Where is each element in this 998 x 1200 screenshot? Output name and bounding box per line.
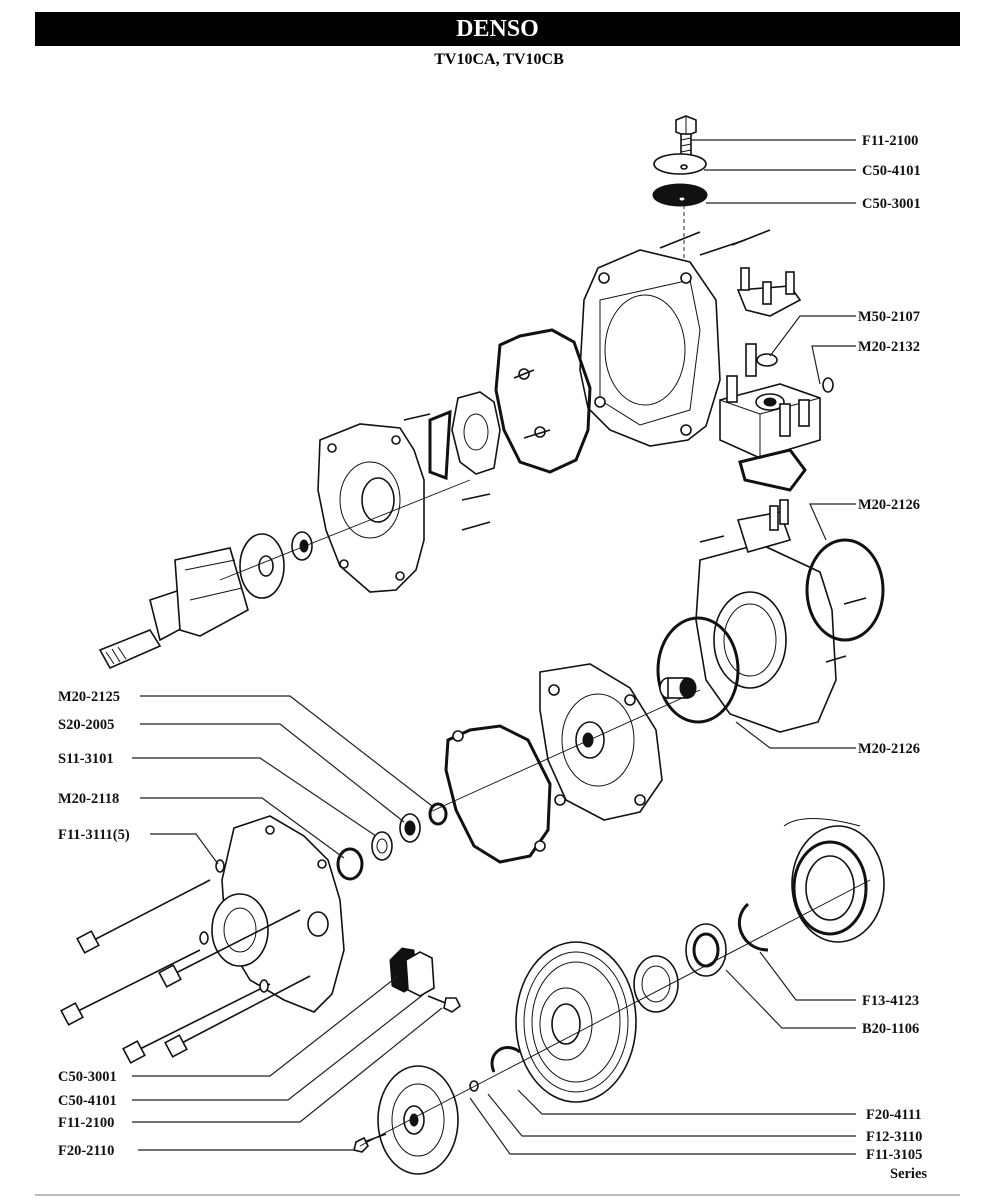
model-subtitle: TV10CA, TV10CB (434, 51, 564, 68)
callout-right-12: F11-3105 (866, 1147, 922, 1163)
seal-seat-oring-part (336, 847, 364, 881)
shim-part (469, 1080, 479, 1092)
shaft-seal-part (399, 813, 421, 843)
service-port-bolt-part (427, 995, 462, 1013)
callout-right-7: M20-2126 (858, 741, 920, 757)
callout-right-13: Series (890, 1166, 927, 1182)
armature-plate-part (377, 1065, 459, 1175)
seal-oring-part (428, 802, 448, 826)
callout-left-9: F20-2110 (58, 1143, 114, 1159)
cylinder-oring-rear-part (805, 538, 885, 642)
cap-washer-part (653, 153, 707, 175)
drive-shaft-part (98, 547, 249, 670)
pulley-bearing-part (685, 923, 727, 977)
callout-right-4: M50-2107 (858, 309, 920, 325)
callout-left-5: F11-3111(5) (58, 827, 130, 843)
field-coil-part (783, 818, 885, 943)
front-bearing-part (291, 531, 313, 561)
control-valve-block-part (719, 267, 834, 459)
cylinder-oring-front-part (656, 616, 740, 724)
callout-right-3: C50-3001 (862, 196, 921, 212)
callout-left-7: C50-4101 (58, 1093, 117, 1109)
callout-right-2: C50-4101 (862, 163, 921, 179)
callout-left-3: S11-3101 (58, 751, 114, 767)
brand-title: DENSO (456, 16, 539, 42)
through-bolts-part (60, 859, 311, 1064)
cap-bolt-part (675, 115, 697, 159)
shaft-sleeve-part (659, 677, 697, 699)
cylinder-block-part (695, 499, 867, 733)
front-head-part (317, 423, 425, 593)
coil-snap-ring-part (737, 902, 769, 952)
callout-left-2: S20-2005 (58, 717, 114, 733)
pulley-snap-ring-part (490, 1046, 521, 1073)
callout-right-8: F13-4123 (862, 993, 919, 1009)
leader-lines-right (469, 139, 856, 1155)
callout-left-4: M20-2118 (58, 791, 119, 807)
front-housing-part (211, 815, 345, 1013)
cap-gasket-part (652, 183, 708, 207)
footer-divider (35, 1194, 960, 1196)
head-bolts-part (403, 369, 551, 531)
rear-head-housing-part (579, 249, 721, 447)
rotor-plate-part (239, 533, 285, 599)
callout-right-5: M20-2132 (858, 339, 920, 355)
callout-right-1: F11-2100 (862, 133, 918, 149)
front-cover-part (539, 663, 663, 821)
brand-title-bar: DENSO (35, 12, 960, 46)
callout-left-6: C50-3001 (58, 1069, 117, 1085)
callout-left-8: F11-2100 (58, 1115, 114, 1131)
leader-lines-left (132, 695, 443, 1151)
front-gasket-part (494, 328, 592, 474)
control-valve-gasket-part (738, 448, 807, 492)
callout-right-11: F12-3110 (866, 1129, 922, 1145)
callout-right-10: F20-4111 (866, 1107, 922, 1123)
pulley-part (515, 941, 637, 1103)
reed-valve-part (428, 409, 452, 481)
front-cover-gasket-part (444, 724, 552, 864)
callout-right-9: B20-1106 (862, 1021, 919, 1037)
callout-left-1: M20-2125 (58, 689, 120, 705)
bolt-set-top-part (659, 229, 771, 256)
seal-seat-part (371, 831, 393, 861)
service-port-washer-part (405, 951, 435, 997)
callout-right-6: M20-2126 (858, 497, 920, 513)
valve-plate-part (451, 391, 501, 475)
